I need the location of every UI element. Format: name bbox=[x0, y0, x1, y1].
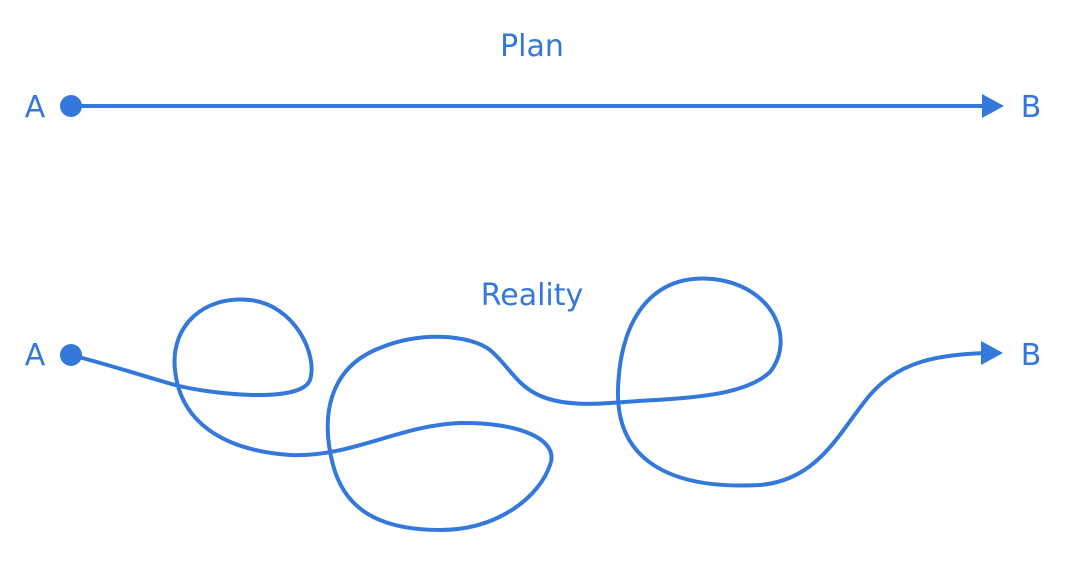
plan-section: Plan A B bbox=[25, 29, 1042, 125]
plan-end-label: B bbox=[1021, 90, 1042, 125]
plan-arrowhead bbox=[982, 94, 1004, 118]
plan-title: Plan bbox=[500, 29, 564, 64]
reality-arrowhead bbox=[981, 341, 1003, 365]
reality-section: Reality A B bbox=[25, 276, 1042, 532]
reality-end-label: B bbox=[1021, 338, 1042, 373]
plan-start-label: A bbox=[25, 90, 46, 125]
reality-tangled-path bbox=[69, 276, 987, 532]
reality-title: Reality bbox=[481, 278, 584, 313]
reality-start-label: A bbox=[25, 338, 46, 373]
